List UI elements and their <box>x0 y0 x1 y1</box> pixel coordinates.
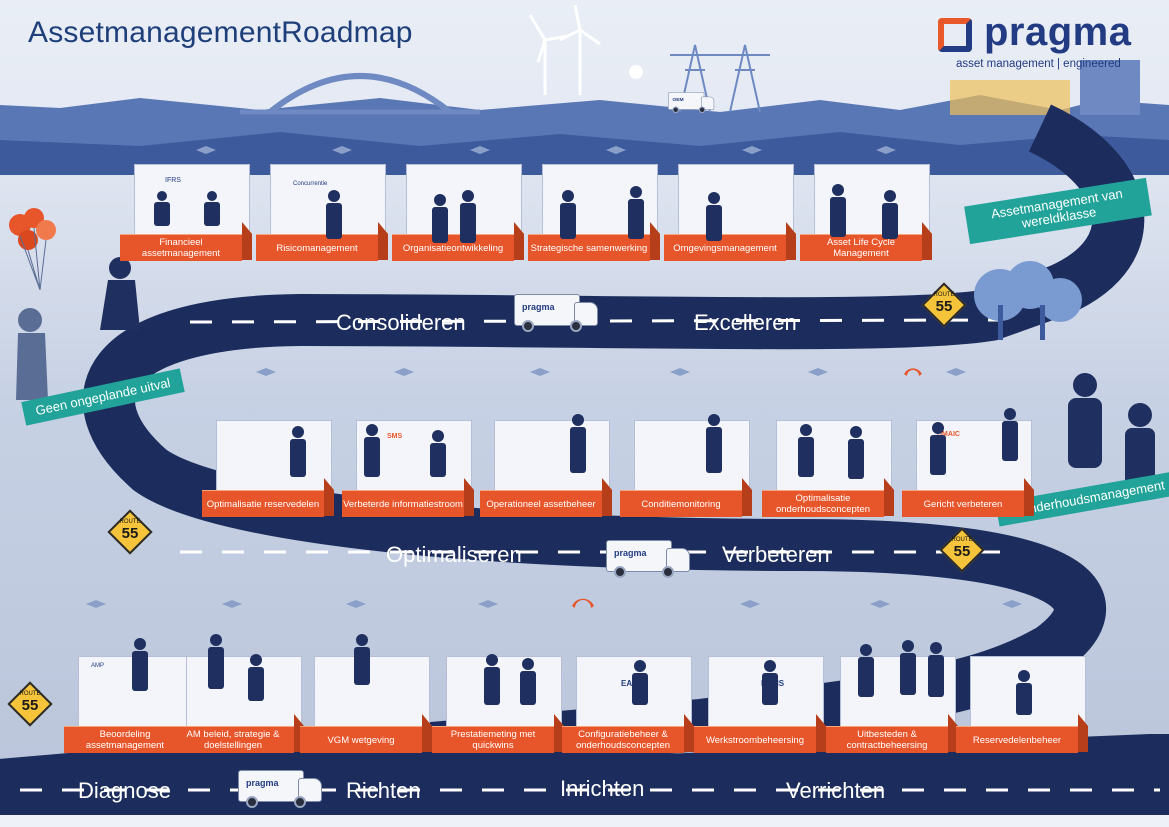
power-pylon-icon <box>670 44 770 113</box>
roadmap-step: AM beleid, strategie & doelstellingen <box>172 656 304 753</box>
pragma-logo-icon <box>938 18 972 52</box>
roadmap-step: Omgevingsmanagement <box>664 164 796 261</box>
pragma-van-middle: pragma <box>606 536 690 580</box>
road-bottom-water <box>0 815 1169 827</box>
sun-icon <box>629 65 643 79</box>
screen-caption: EAMS <box>761 679 785 688</box>
screen-caption: AMP <box>91 663 105 669</box>
step-label: Operationeel assetbeheer <box>480 490 602 517</box>
step-label: Asset Life Cycle Management <box>800 234 922 261</box>
roadmap-step: RTF Optimalisatie onderhoudsconcepten <box>762 420 894 517</box>
step-label: Uitbesteden & contractbeheersing <box>826 726 948 753</box>
tree-icon <box>974 261 1082 340</box>
roadmap-step: VGM wetgeving <box>300 656 432 753</box>
step-label: Reservedelenbeheer <box>956 726 1078 753</box>
roadmap-step: SMS Verbeterde informatiestroom <box>342 420 474 517</box>
pragma-logo: pragma asset management | engineered <box>938 10 1148 72</box>
wind-turbine-icon <box>528 4 601 95</box>
step-label: Strategische samenwerking <box>528 234 650 261</box>
step-label: AM beleid, strategie & doelstellingen <box>172 726 294 753</box>
route-sign-bottom: ROUTE 55 <box>7 681 53 727</box>
route-sign-right: ROUTE 55 <box>939 527 985 573</box>
step-label: Optimalisatie onderhoudsconcepten <box>762 490 884 517</box>
step-label: Risicomanagement <box>256 234 378 261</box>
road-word-verbeteren: Verbeteren <box>722 542 830 567</box>
celebrating-person-icon <box>1068 373 1155 488</box>
step-label: Configuratiebeheer & onderhoudsconcepten <box>562 726 684 753</box>
roadmap-step: Reservedelenbeheer <box>956 656 1088 753</box>
logo-wordmark: pragma <box>984 10 1132 54</box>
logo-tagline: asset management | engineered <box>956 58 1121 70</box>
screen-caption: SMS <box>387 433 403 440</box>
step-label: Organisatieontwikkeling <box>392 234 514 261</box>
route-sign-top: ROUTE 55 <box>921 282 967 328</box>
roadmap-step: Optimalisatie reservedelen <box>202 420 334 517</box>
climbing-person-icon <box>16 257 140 400</box>
roadmap-step: EAMS Werkstroombeheersing <box>694 656 826 753</box>
road-word-excelleren: Excelleren <box>694 310 797 335</box>
page-title: AssetmanagementRoadmap <box>28 16 413 49</box>
roadmap-step: Concurrentie Risicomanagement <box>256 164 388 261</box>
roadmap-step: EAMS Configuratiebeheer & onderhoudsconc… <box>562 656 694 753</box>
roadmap-step: Organisatieontwikkeling <box>392 164 524 261</box>
bridge-arch <box>268 73 452 115</box>
road-word-optimaliseren: Optimaliseren <box>386 542 522 567</box>
oem-van: OEM <box>668 90 715 114</box>
step-label: Werkstroombeheersing <box>694 726 816 753</box>
pragma-van-top: pragma <box>514 290 598 334</box>
lane-markings-top <box>189 318 1001 324</box>
step-label: Prestatiemeting met quickwins <box>432 726 554 753</box>
road-word-verrichten: Verrichten <box>786 778 886 803</box>
step-label: Omgevingsmanagement <box>664 234 786 261</box>
road-word-richten: Richten <box>346 778 421 803</box>
step-label: Beoordeling assetmanagement <box>64 726 186 753</box>
screen-caption: Concurrentie <box>293 181 328 187</box>
roadmap-step: IFRS Financieel assetmanagement <box>120 164 252 261</box>
road-word-consolideren: Consolideren <box>336 310 466 335</box>
roadmap-step: DMAIC Gericht verbeteren <box>902 420 1034 517</box>
screen-caption: EAMS <box>621 679 645 688</box>
screen-caption: RTF <box>801 451 813 457</box>
step-label: Conditiemonitoring <box>620 490 742 517</box>
step-label: Financieel assetmanagement <box>120 234 242 261</box>
road-word-inrichten: Inrichten <box>560 776 645 801</box>
step-label: Optimalisatie reservedelen <box>202 490 324 517</box>
screen-caption: DMAIC <box>937 431 960 438</box>
step-label: Gericht verbeteren <box>902 490 1024 517</box>
balloons-icon <box>9 208 56 291</box>
roadmap-step: Operationeel assetbeheer <box>480 420 612 517</box>
step-label: VGM wetgeving <box>300 726 422 753</box>
roadmap-step: Strategische samenwerking <box>528 164 660 261</box>
roadmap-step: Uitbesteden & contractbeheersing <box>826 656 958 753</box>
pragma-van-bottom: pragma <box>238 766 322 810</box>
roadmap-step: Asset Life Cycle Management <box>800 164 932 261</box>
route-sign-left: ROUTE 55 <box>107 509 153 555</box>
step-label: Verbeterde informatiestroom <box>342 490 464 517</box>
roadmap-step: Prestatiemeting met quickwins <box>432 656 564 753</box>
screen-caption: IFRS <box>165 177 181 184</box>
roadmap-step: Conditiemonitoring <box>620 420 752 517</box>
road-word-diagnose: Diagnose <box>78 778 171 803</box>
